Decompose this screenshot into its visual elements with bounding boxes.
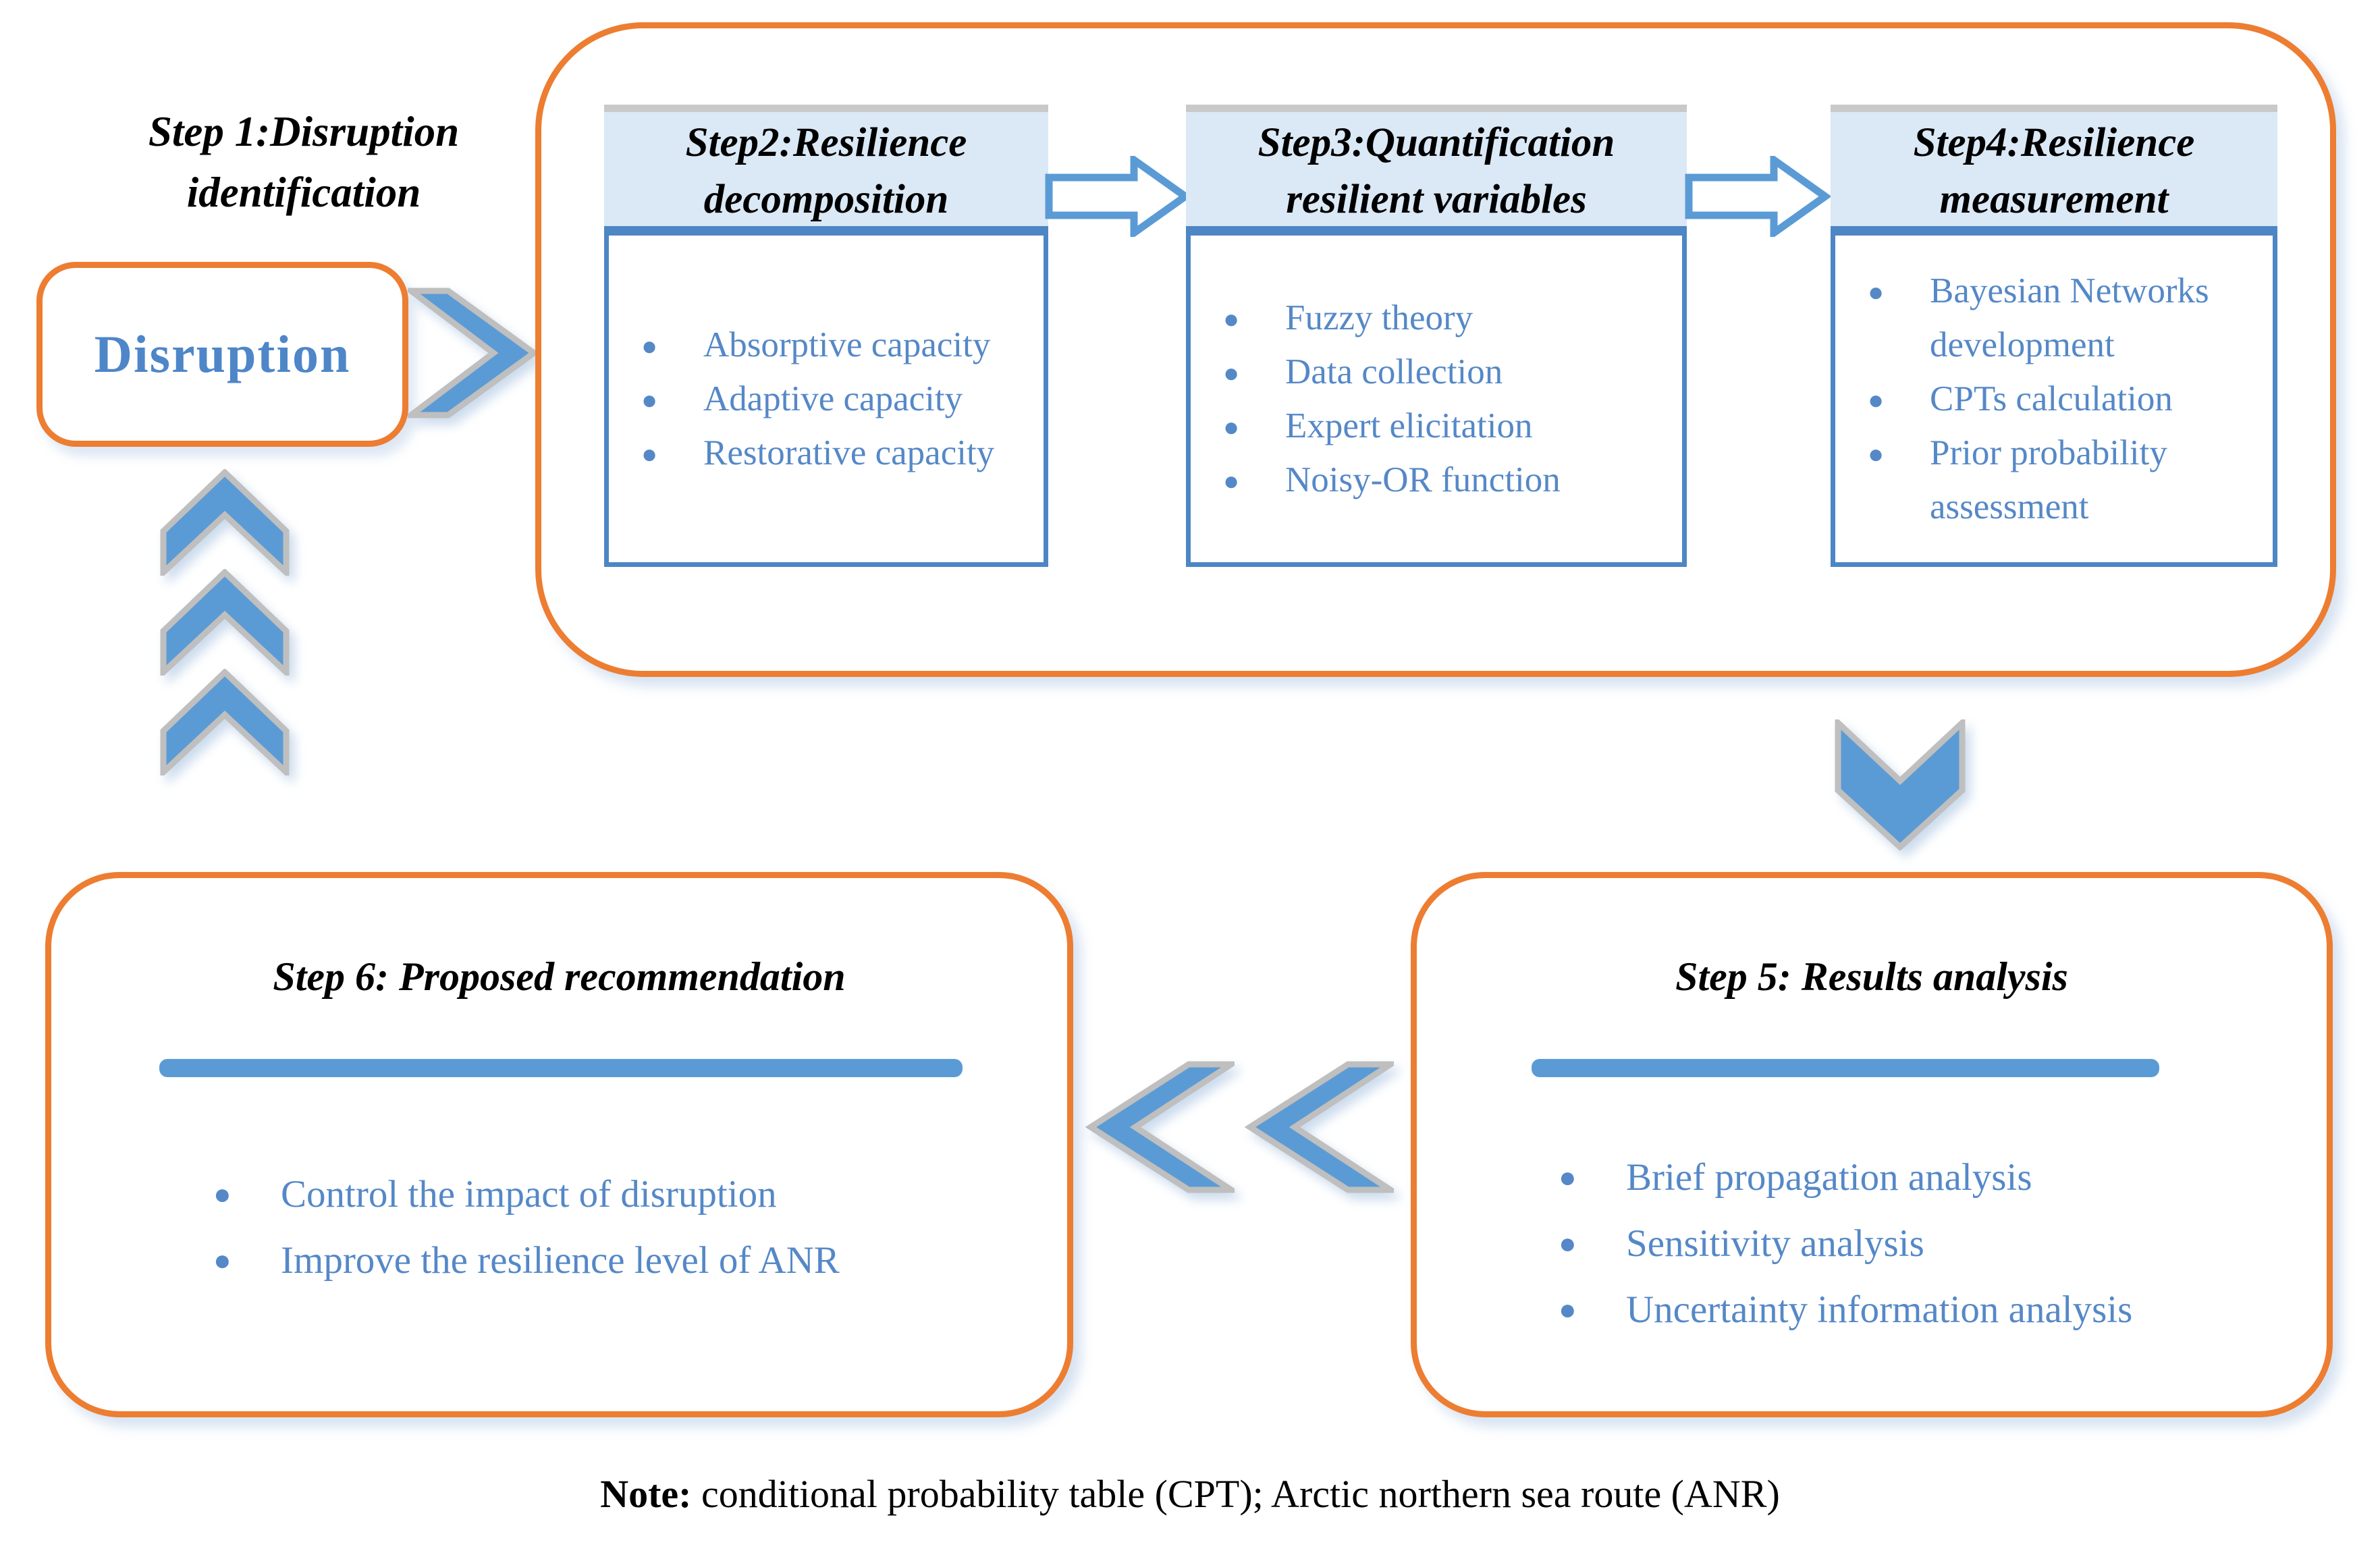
step4-header: Step4:Resilience measurement <box>1831 105 2277 236</box>
bullet-item: Data collection <box>1211 345 1663 400</box>
bullet-item: Improve the resilience level of ANR <box>207 1228 840 1294</box>
bullet-item: Uncertainty information analysis <box>1552 1277 2132 1343</box>
arrow-step2-to-step3-icon <box>1045 156 1191 237</box>
step4-box: Step4:Resilience measurement Bayesian Ne… <box>1831 105 2277 567</box>
bullet-item: Sensitivity analysis <box>1552 1211 2132 1277</box>
step6-title: Step 6: Proposed recommendation <box>273 954 846 999</box>
step1-title-line1: Step 1:Disruption <box>148 108 460 155</box>
step5-bullet-list: Brief propagation analysis Sensitivity a… <box>1552 1145 2132 1343</box>
bullet-item: Expert elicitation <box>1211 399 1663 454</box>
step3-bullet-list: Fuzzy theory Data collection Expert elic… <box>1191 291 1682 508</box>
step2-title-line1: Step2:Resilience <box>685 119 967 165</box>
right-chevron-icon <box>408 288 537 418</box>
up-chevron-icon <box>160 469 290 576</box>
step5-title-underline <box>1532 1059 2159 1077</box>
step1-title-line2: identification <box>186 169 421 216</box>
bullet-item: Control the impact of disruption <box>207 1162 840 1228</box>
step4-body: Bayesian Networks development CPTs calcu… <box>1831 236 2277 567</box>
step4-title-line2: measurement <box>1939 176 2169 222</box>
bullet-item: Bayesian Networks development <box>1856 264 2247 372</box>
step4-bullet-list: Bayesian Networks development CPTs calcu… <box>1835 264 2273 534</box>
bullet-item: Restorative capacity <box>629 426 1007 481</box>
disruption-label: Disruption <box>94 325 351 383</box>
disruption-box: Disruption <box>36 262 408 447</box>
step6-title-underline <box>159 1059 963 1077</box>
step2-box: Step2:Resilience decomposition Absorptiv… <box>604 105 1048 567</box>
step3-box: Step3:Quantification resilient variables… <box>1186 105 1687 567</box>
arrow-step3-to-step4-icon <box>1685 156 1831 237</box>
bullet-item: Brief propagation analysis <box>1552 1145 2132 1211</box>
left-chevron-icon <box>1245 1061 1394 1193</box>
step6-box: Step 6: Proposed recommendation Control … <box>45 872 1073 1417</box>
step1-title: Step 1:Disruption identification <box>81 101 526 223</box>
step6-bullet-list: Control the impact of disruption Improve… <box>207 1162 840 1294</box>
step4-title-line1: Step4:Resilience <box>1913 119 2195 165</box>
up-chevron-icon <box>160 569 290 676</box>
bullet-item: Prior probability assessment <box>1856 426 2247 534</box>
bullet-item: Noisy-OR function <box>1211 453 1663 508</box>
step3-title-line2: resilient variables <box>1286 176 1587 222</box>
footnote: Note: conditional probability table (CPT… <box>0 1471 2380 1517</box>
step2-body: Absorptive capacity Adaptive capacity Re… <box>604 236 1048 567</box>
footnote-label: Note: <box>600 1472 692 1516</box>
left-chevron-icon <box>1085 1061 1235 1193</box>
bullet-item: Absorptive capacity <box>629 318 1007 373</box>
step2-header: Step2:Resilience decomposition <box>604 105 1048 236</box>
step2-bullet-list: Absorptive capacity Adaptive capacity Re… <box>609 318 1044 481</box>
bullet-item: Adaptive capacity <box>629 372 1007 427</box>
step3-title-line1: Step3:Quantification <box>1257 119 1615 165</box>
step2-title-line2: decomposition <box>703 176 949 222</box>
step5-title: Step 5: Results analysis <box>1675 954 2068 999</box>
down-chevron-icon <box>1835 719 1966 850</box>
step5-box: Step 5: Results analysis Brief propagati… <box>1411 872 2333 1417</box>
step3-body: Fuzzy theory Data collection Expert elic… <box>1186 236 1687 567</box>
up-chevron-icon <box>160 669 290 775</box>
bullet-item: Fuzzy theory <box>1211 291 1663 346</box>
step3-header: Step3:Quantification resilient variables <box>1186 105 1687 236</box>
footnote-text: conditional probability table (CPT); Arc… <box>691 1472 1780 1516</box>
bullet-item: CPTs calculation <box>1856 372 2247 427</box>
